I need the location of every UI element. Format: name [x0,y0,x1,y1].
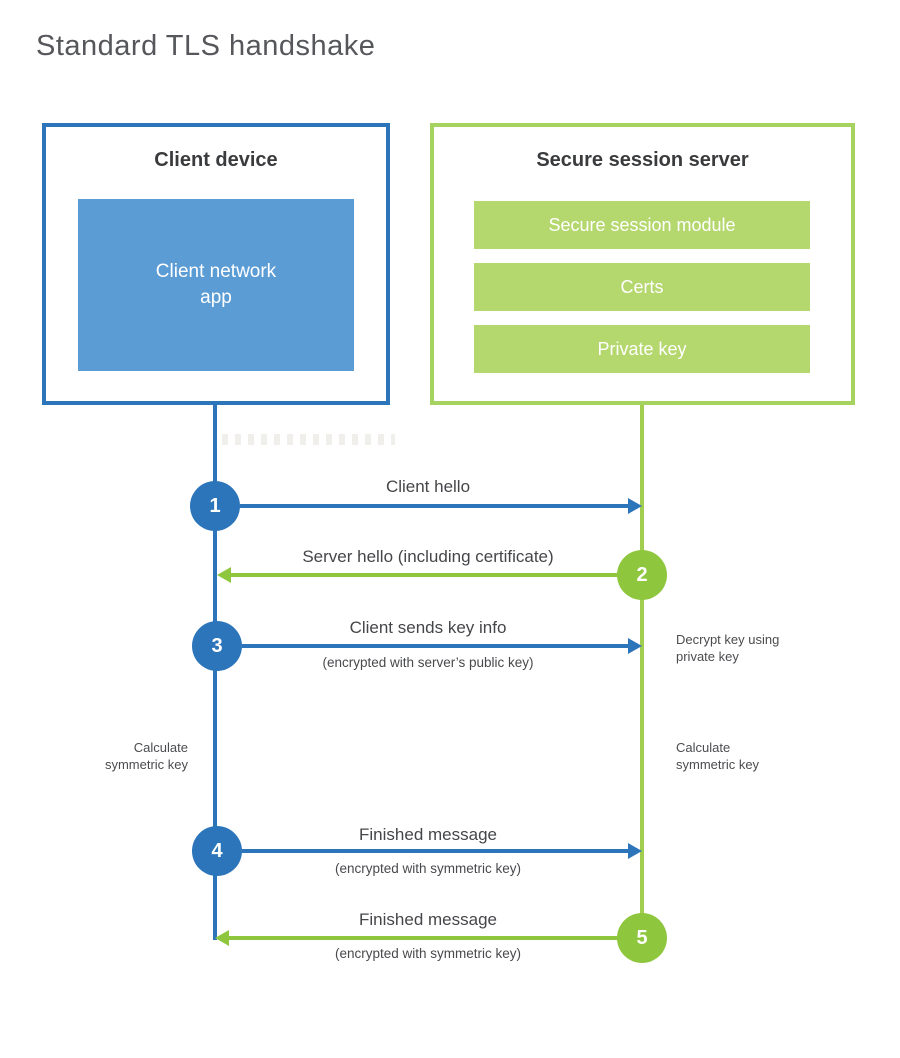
note-decrypt-key: Decrypt key using private key [676,632,780,664]
arrow-client-hello [240,504,628,508]
arrow-right-icon [628,498,642,514]
arrow-left-icon [215,930,229,946]
message-sub-finished-client: (encrypted with symmetric key) [334,861,522,876]
note-calculate-symmetric-key-server: Calculate symmetric key [676,740,760,772]
secure-session-server-title: Secure session server [536,149,749,171]
message-label-finished-client: Finished message [359,825,497,844]
client-device-title: Client device [154,149,278,171]
module-private-key: Private key [474,325,810,373]
arrow-left-icon [217,567,231,583]
step-circle-3: 3 [192,621,242,671]
message-label-key-info: Client sends key info [349,618,507,637]
arrow-right-icon [628,843,642,859]
client-network-app-block: Client network app [78,199,354,371]
step-circle-1: 1 [190,481,240,531]
note-calculate-symmetric-key-client: Calculate symmetric key [104,740,188,772]
message-label-client-hello: Client hello [385,477,471,496]
message-sub-key-info: (encrypted with server’s public key) [322,655,534,670]
arrow-right-icon [628,638,642,654]
page-title: Standard TLS handshake [36,30,376,62]
module-certs: Certs [474,263,810,311]
arrow-finished-server [229,936,618,940]
client-lifeline [213,405,217,940]
arrow-finished-client [242,849,628,853]
client-device-box: Client device Client network app [42,123,390,405]
arrow-key-info [242,644,628,648]
faint-dashed-line [222,434,395,445]
step-circle-4: 4 [192,826,242,876]
arrow-server-hello [231,573,618,577]
message-label-finished-server: Finished message [359,910,497,929]
step-circle-5: 5 [617,913,667,963]
server-lifeline [640,405,644,938]
module-secure-session: Secure session module [474,201,810,249]
secure-session-server-box: Secure session server Secure session mod… [430,123,855,405]
step-circle-2: 2 [617,550,667,600]
message-label-server-hello: Server hello (including certificate) [302,547,554,566]
message-sub-finished-server: (encrypted with symmetric key) [334,946,522,961]
